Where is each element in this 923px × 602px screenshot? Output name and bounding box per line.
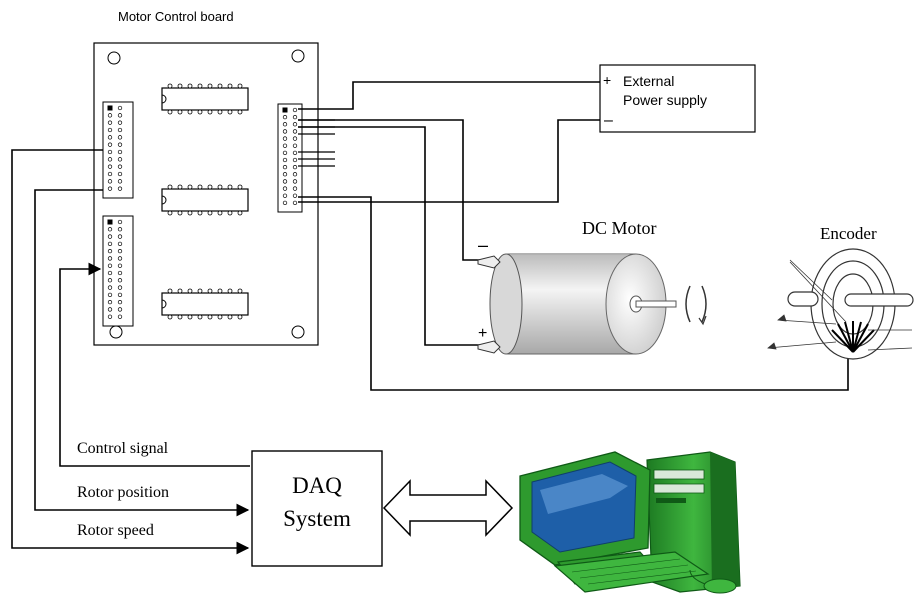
board-title: Motor Control board	[118, 9, 234, 24]
motor-wires	[298, 119, 849, 391]
psu-minus-label: –	[604, 112, 613, 129]
encoder	[767, 248, 914, 360]
psu-label-line2: Power supply	[623, 92, 708, 108]
daq-label-line2: System	[283, 506, 351, 531]
dc-motor-label: DC Motor	[582, 218, 657, 238]
dc-motor	[477, 253, 707, 355]
control-signal-label: Control signal	[77, 440, 169, 457]
power-wires	[298, 81, 600, 203]
pin-header	[102, 101, 134, 199]
computer-icon	[519, 451, 741, 594]
mounting-hole	[291, 49, 305, 63]
signal-wires	[11, 149, 250, 555]
motor-minus-label: –	[478, 235, 489, 255]
ic-chip	[161, 288, 249, 320]
motor-plus-label: +	[478, 325, 488, 342]
ic-chip	[161, 184, 249, 216]
rotor-speed-label: Rotor speed	[77, 522, 154, 539]
psu-plus-label: +	[603, 72, 612, 88]
rotation-arrow-icon	[685, 285, 691, 323]
ic-chip	[161, 83, 249, 115]
external-power-supply-box	[599, 64, 756, 133]
encoder-label: Encoder	[820, 224, 877, 243]
daq-label-line1: DAQ	[292, 473, 342, 498]
rotor-position-label: Rotor position	[77, 484, 170, 501]
motor-control-board	[93, 42, 319, 346]
bidirectional-arrow-icon	[382, 479, 514, 537]
mounting-hole	[291, 325, 305, 339]
pin-header	[277, 103, 303, 213]
pin-header	[102, 215, 134, 327]
daq-box	[251, 450, 383, 567]
psu-label-line1: External	[623, 73, 675, 89]
mounting-hole	[107, 51, 121, 65]
